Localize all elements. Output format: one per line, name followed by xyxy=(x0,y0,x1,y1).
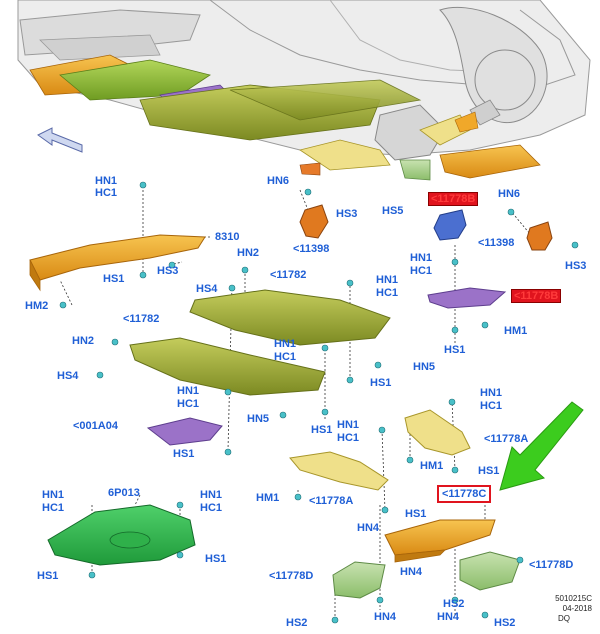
callout-11398: <11398 xyxy=(478,237,515,249)
callout-hc1: HC1 xyxy=(410,265,433,277)
callout-hs2: HS2 xyxy=(286,617,308,629)
callout-hs1: HS1 xyxy=(37,570,59,582)
part-11778a-lower xyxy=(289,451,389,491)
part-6p013 xyxy=(47,504,196,566)
callout-hc1: HC1 xyxy=(376,287,399,299)
callout-11778b-highlighted: <11778B xyxy=(428,192,479,206)
callout-hc1: HC1 xyxy=(200,502,223,514)
callout-hn1: HN1 xyxy=(42,489,65,501)
part-11398-right xyxy=(526,221,553,251)
callout-hs1: HS1 xyxy=(370,377,392,389)
callout-hs1: HS1 xyxy=(205,553,227,565)
callout-hn4: HN4 xyxy=(437,611,460,623)
vehicle-body-illustration xyxy=(17,0,591,181)
callout-hs2: HS2 xyxy=(494,617,516,629)
fastener-studs xyxy=(59,181,579,624)
drawing-initials: DQ xyxy=(558,614,570,623)
part-11782-upper xyxy=(189,289,391,346)
part-11778b-top xyxy=(433,209,467,241)
callout-hn5: HN5 xyxy=(413,361,436,373)
callout-hn1: HN1 xyxy=(177,385,200,397)
callout-11778a: <11778A xyxy=(484,433,529,445)
callout-hm1: HM1 xyxy=(256,492,280,504)
callout-11778d: <11778D xyxy=(529,559,574,571)
callout-11778c-highlighted: <11778C xyxy=(437,485,492,503)
callout-hn2: HN2 xyxy=(237,247,260,259)
callout-hs1: HS1 xyxy=(444,344,466,356)
callout-hs4: HS4 xyxy=(196,283,218,295)
callout-hn1: HN1 xyxy=(95,175,118,187)
part-11398-left xyxy=(299,204,329,239)
callout-11778b-highlighted: <11778B xyxy=(511,289,562,303)
callout-hm1: HM1 xyxy=(420,460,444,472)
callout-arrow-icon xyxy=(499,401,584,491)
drawing-date: 04-2018 xyxy=(562,604,592,613)
part-11778a-upper xyxy=(404,409,471,456)
callout-hn1: HN1 xyxy=(274,338,297,350)
callout-11778a: <11778A xyxy=(309,495,354,507)
callout-hn6: HN6 xyxy=(498,188,521,200)
callout-hs5: HS5 xyxy=(382,205,404,217)
part-001a04 xyxy=(146,417,223,446)
part-11778b-mid xyxy=(427,287,507,309)
part-11778c xyxy=(384,519,496,563)
callout-11782: <11782 xyxy=(270,269,307,281)
callout-hn1: HN1 xyxy=(200,489,223,501)
callout-hc1: HC1 xyxy=(274,351,297,363)
part-11778d-left xyxy=(332,561,386,599)
callout-8310: 8310 xyxy=(215,231,240,243)
callout-11398: <11398 xyxy=(293,243,330,255)
callout-001a04: <001A04 xyxy=(73,420,118,432)
callout-hc1: HC1 xyxy=(337,432,360,444)
callout-hn1: HN1 xyxy=(410,252,433,264)
callout-hs1: HS1 xyxy=(311,424,333,436)
callout-hs1: HS1 xyxy=(405,508,427,520)
front-direction-arrow xyxy=(37,127,83,153)
callout-hs3: HS3 xyxy=(565,260,587,272)
callout-hs2: HS2 xyxy=(443,598,465,610)
drawing-info-block: 5010215C 04-2018 DQ xyxy=(540,594,592,624)
callout-hc1: HC1 xyxy=(177,398,200,410)
callout-hm1: HM1 xyxy=(504,325,528,337)
callout-hn2: HN2 xyxy=(72,335,95,347)
callout-hc1: HC1 xyxy=(480,400,503,412)
callout-hs3: HS3 xyxy=(157,265,179,277)
drawing-code: 5010215C xyxy=(555,594,592,603)
callout-hn4: HN4 xyxy=(374,611,397,623)
callout-hn6: HN6 xyxy=(267,175,290,187)
callout-hc1: HC1 xyxy=(42,502,65,514)
callout-11782: <11782 xyxy=(123,313,160,325)
part-11778d-right xyxy=(459,551,521,591)
callout-hn4: HN4 xyxy=(357,522,380,534)
callout-hc1: HC1 xyxy=(95,187,118,199)
callout-hn1: HN1 xyxy=(376,274,399,286)
callout-hn5: HN5 xyxy=(247,413,270,425)
callout-hn4: HN4 xyxy=(400,566,423,578)
callout-hs3: HS3 xyxy=(336,208,358,220)
callout-hm2: HM2 xyxy=(25,300,49,312)
callout-hs1: HS1 xyxy=(103,273,125,285)
callout-11778d: <11778D xyxy=(269,570,314,582)
callout-hn1: HN1 xyxy=(337,419,360,431)
callout-hs1: HS1 xyxy=(478,465,500,477)
callout-hs4: HS4 xyxy=(57,370,79,382)
part-8310-shield xyxy=(29,234,206,292)
callout-hs1: HS1 xyxy=(173,448,195,460)
callout-6p013: 6P013 xyxy=(108,487,140,499)
part-11782-lower xyxy=(129,337,326,396)
callout-hn1: HN1 xyxy=(480,387,503,399)
